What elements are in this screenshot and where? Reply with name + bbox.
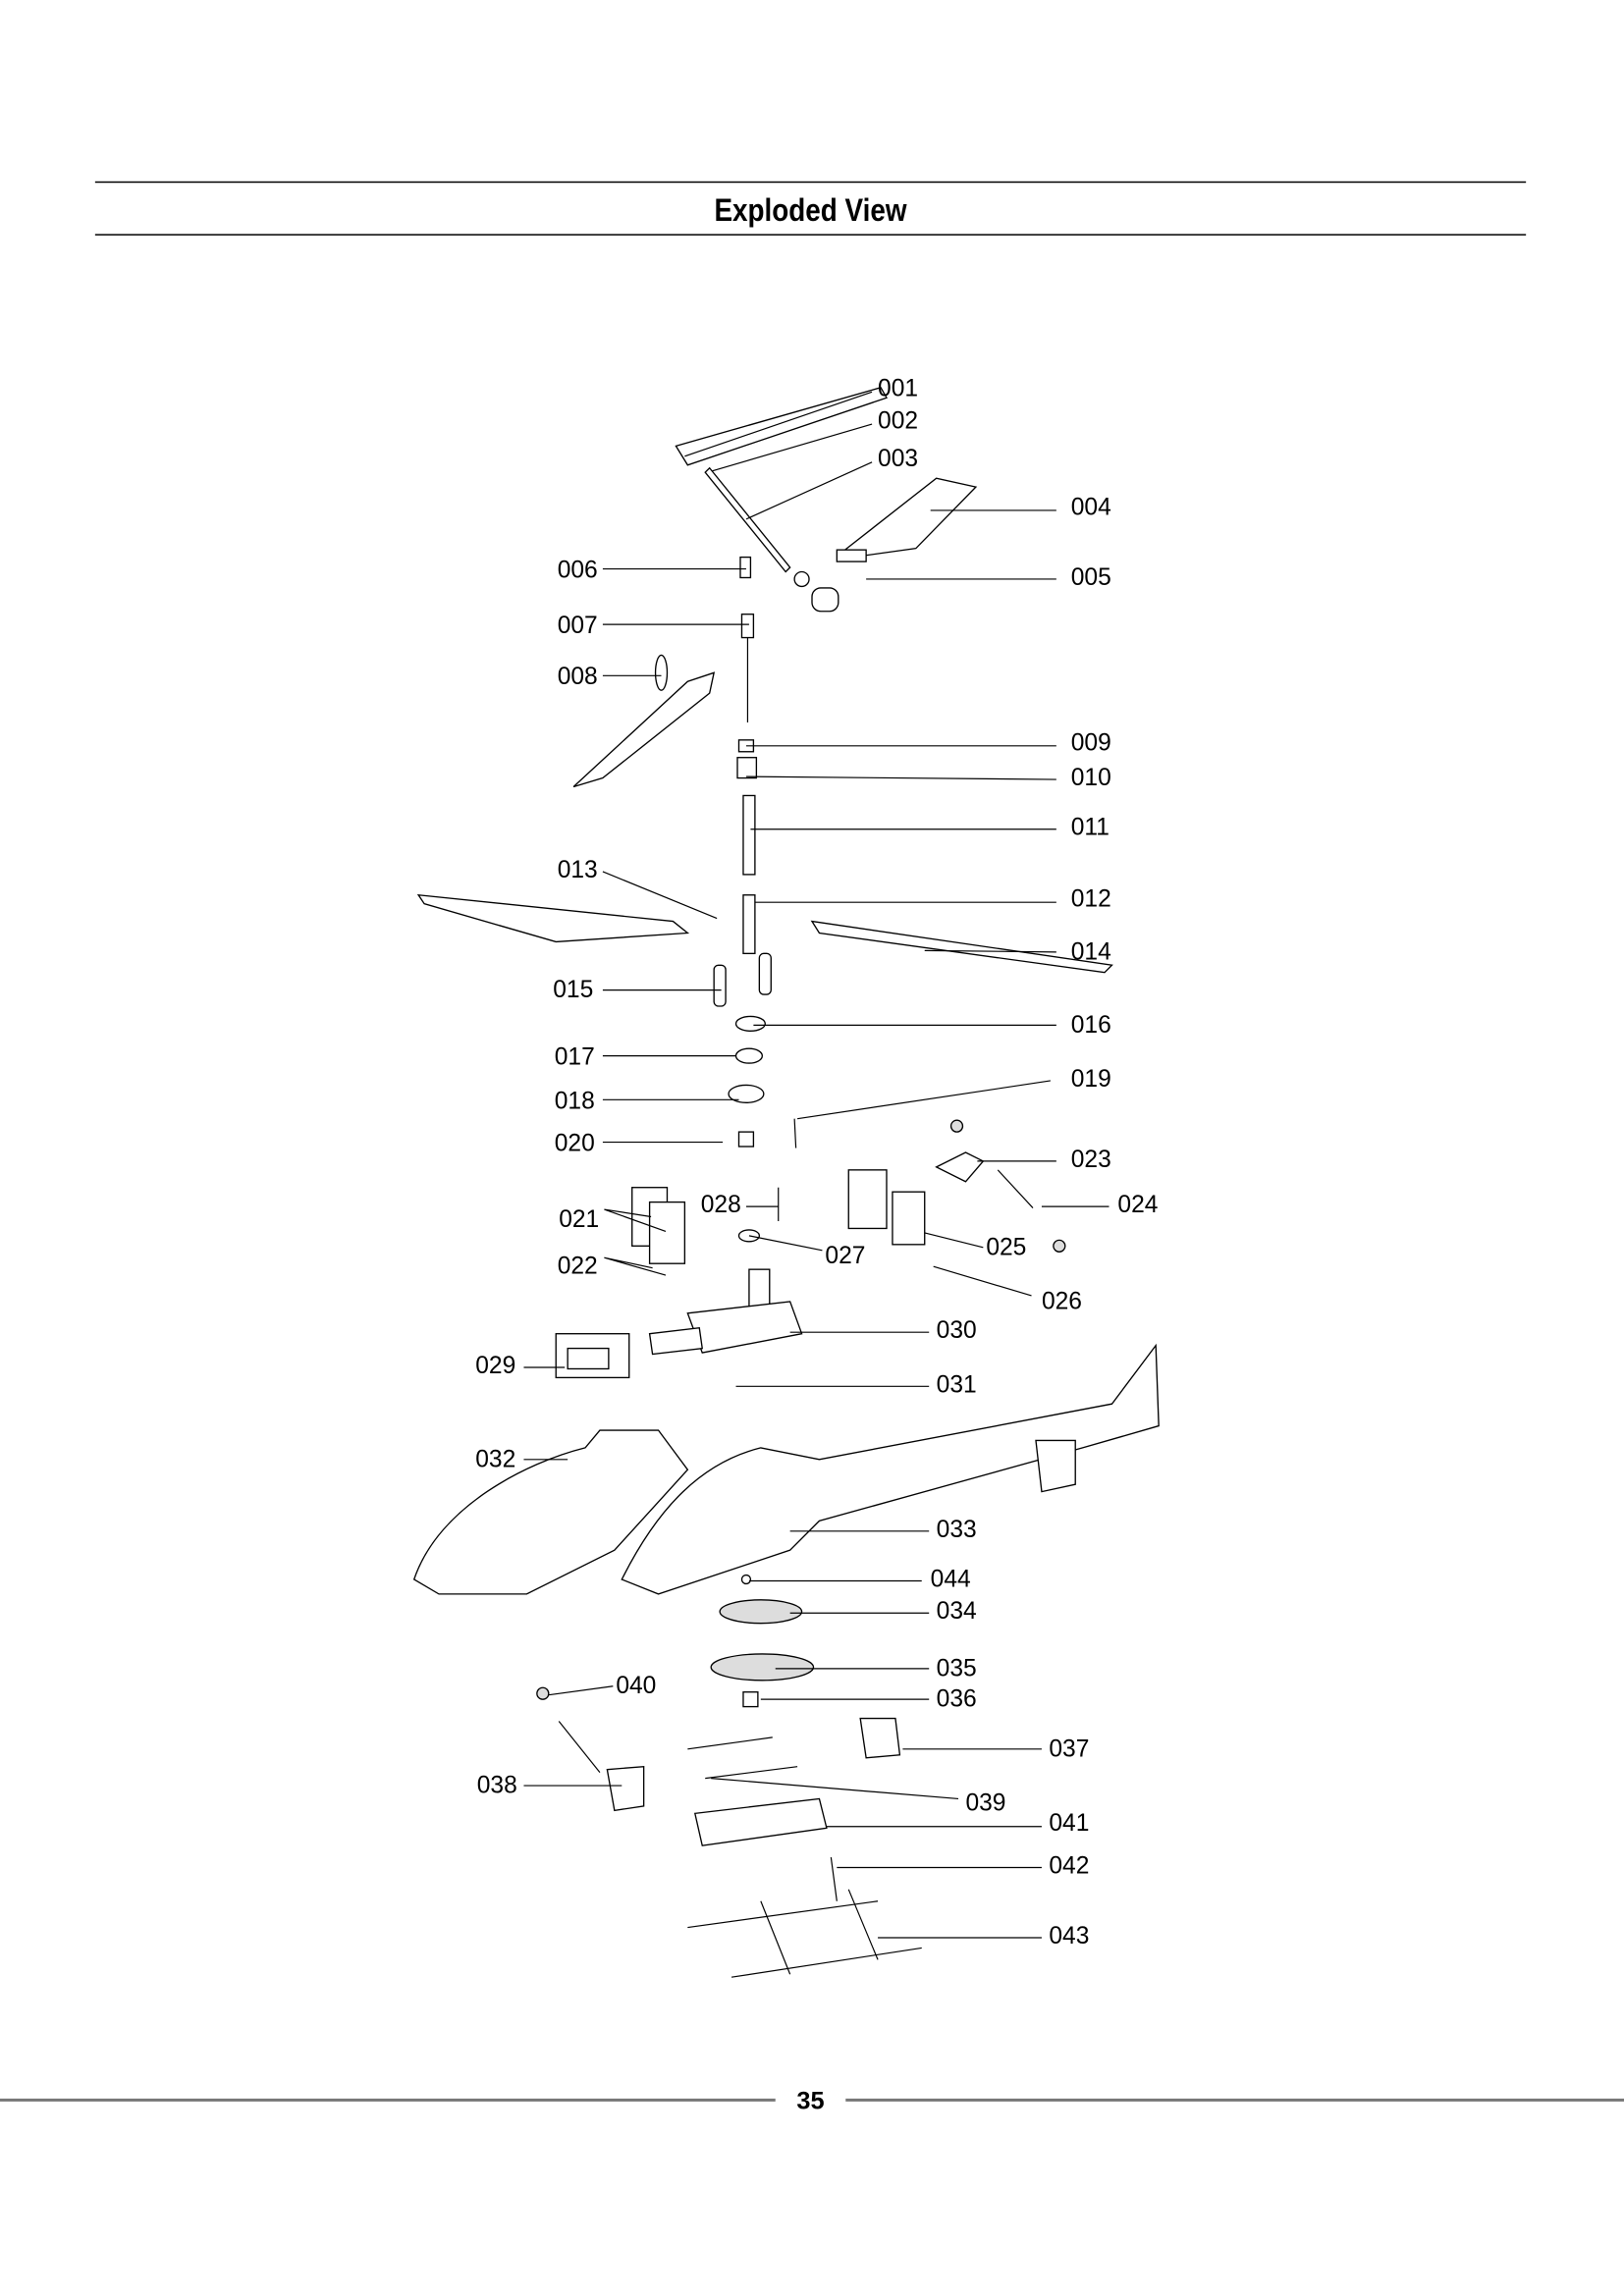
part-label: 025 [986,1234,1026,1260]
landing-skid [687,1856,922,1978]
swashplate [728,1084,765,1103]
part-label: 012 [1071,886,1111,913]
part-label: 015 [553,977,593,1003]
battery [693,1797,828,1846]
part-label: 031 [937,1371,977,1398]
leader-lines [523,391,1110,1939]
rotor-hub [742,894,756,955]
part-label: 041 [1049,1810,1089,1837]
part-label: 005 [1071,564,1111,591]
part-label: 028 [701,1192,741,1218]
part-label: 042 [1049,1852,1089,1879]
part-label: 022 [558,1254,598,1280]
part-label: 032 [475,1446,515,1472]
part-label: 027 [825,1243,865,1269]
flybar-rod [704,466,791,573]
part-label: 008 [558,664,598,690]
part-label: 018 [555,1088,595,1114]
servo-mount [935,1151,985,1183]
part-label: 001 [878,376,918,402]
motor-2 [648,1201,686,1264]
tail-mount-right [859,1717,901,1759]
part-label: 035 [937,1655,977,1682]
part-label: 037 [1049,1735,1089,1762]
part-label: 003 [878,446,918,472]
page-title: Exploded View [714,192,906,229]
part-label: 023 [1071,1147,1111,1173]
part-label: 024 [1117,1192,1158,1218]
part-label: 011 [1071,815,1110,841]
part-label: 002 [878,408,918,435]
servo-1 [847,1169,888,1230]
helicopter-exploded-diagram [412,387,1160,1978]
upper-blade-right [839,477,978,557]
part-label: 007 [558,613,598,639]
servo-2 [892,1191,926,1246]
part-label: 044 [931,1566,971,1592]
part-label: 020 [555,1130,595,1156]
front-canopy [412,1429,689,1595]
part-labels: 001 002 003 004 005 006 007 008 009 010 … [475,376,1158,1949]
part-label: 030 [937,1317,977,1344]
part-label: 014 [1071,938,1111,965]
part-label: 036 [937,1686,977,1713]
main-shaft [742,794,756,876]
main-frame [686,1301,803,1354]
main-gear [719,1599,803,1625]
part-label: 043 [1049,1923,1089,1949]
part-label: 026 [1042,1288,1082,1314]
body-shell [621,1343,1160,1595]
part-label: 019 [1071,1066,1111,1093]
part-label: 034 [937,1598,977,1625]
part-label: 016 [1071,1012,1111,1039]
lower-blade-left [416,893,690,943]
part-label: 010 [1071,765,1111,791]
part-label: 040 [616,1673,656,1699]
page-number: 35 [796,2087,824,2114]
part-label: 009 [1071,729,1111,756]
part-label: 006 [558,557,598,583]
part-label: 033 [937,1517,977,1543]
flybar-weight [675,387,888,466]
part-label: 021 [559,1206,599,1233]
part-label: 013 [558,857,598,883]
part-label: 029 [475,1353,515,1379]
part-label: 004 [1071,494,1111,520]
blade-grip [836,549,867,562]
tail-mount-left [606,1765,645,1812]
lower-blade-right [810,920,1113,974]
main-gear-2 [710,1653,815,1682]
part-label: 017 [555,1044,595,1071]
upper-blade-left [572,671,716,788]
part-label: 039 [965,1789,1005,1816]
part-label: 038 [477,1773,517,1799]
